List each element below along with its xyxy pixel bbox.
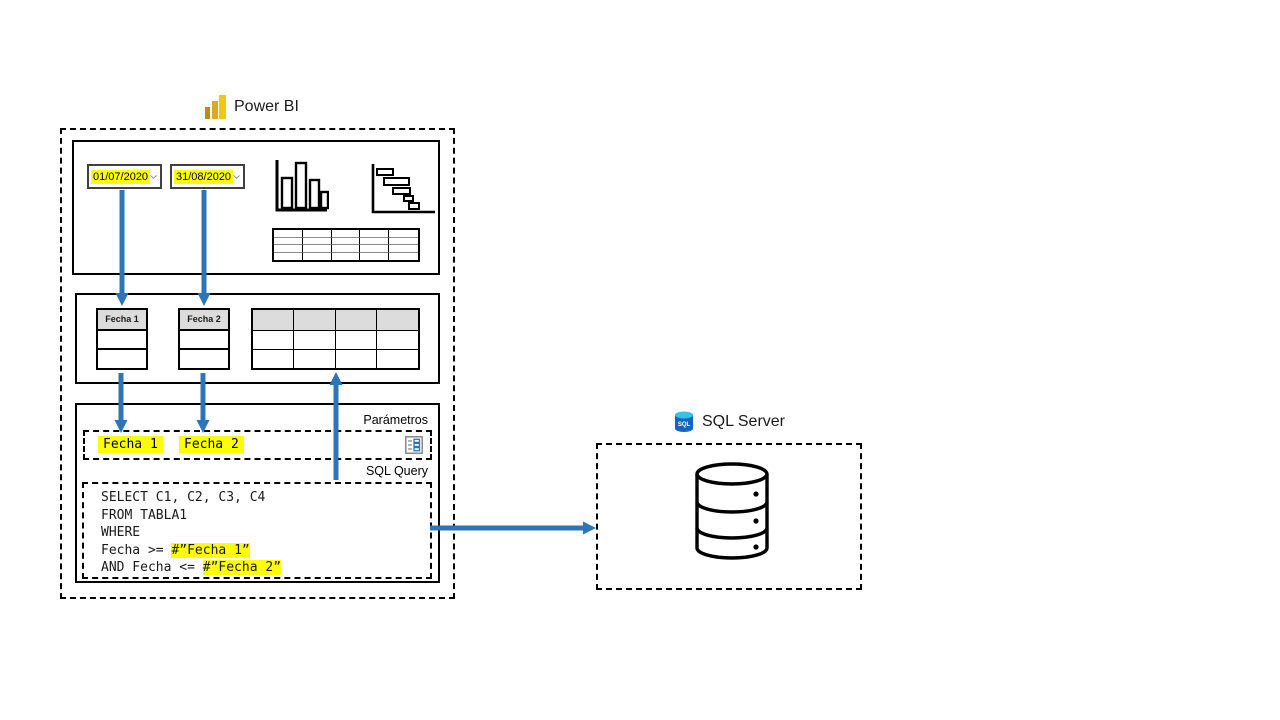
powerbi-header: Power BI [205,95,299,119]
param-fecha2: Fecha 2 [179,436,244,453]
report-table-grid [272,228,420,262]
chevron-down-icon [233,174,240,179]
sqlserver-title: SQL Server [702,413,785,430]
gantt-chart-icon [371,164,435,214]
sqlserver-logo-text: SQL [678,422,691,428]
table-row [98,331,146,351]
fecha1-table-header: Fecha 1 [98,310,146,331]
powerbi-title: Power BI [234,98,299,115]
table-row [180,350,228,368]
sql-query-panel: SELECT C1, C2, C3, C4 FROM TABLA1 WHERE … [82,482,432,579]
sqlserver-container [596,443,862,590]
fact-table [251,308,420,370]
params-panel: Fecha 1 Fecha 2 [83,430,432,460]
params-label: Parámetros [363,413,428,427]
sql-param-ref-2: #”Fecha 2” [202,560,282,575]
date-slicer-1[interactable]: 01/07/2020 [87,164,162,189]
sql-line-4: Fecha >= #”Fecha 1” [101,542,250,558]
param-fecha1: Fecha 1 [98,436,163,453]
date-slicer-2[interactable]: 31/08/2020 [170,164,245,189]
powerbi-logo-icon [205,95,226,119]
data-model-box: Fecha 1 Fecha 2 [75,293,440,384]
table-row [180,331,228,351]
database-cylinder-icon [695,462,769,560]
sqlserver-header: SQL SQL Server [674,411,785,433]
sql-line-2: FROM TABLA1 [101,507,188,523]
sql-query-label: SQL Query [365,464,428,478]
arrow-query-to-sqlserver [430,521,596,535]
chevron-down-icon [150,174,157,179]
date-slicer-1-value: 01/07/2020 [91,169,151,184]
date-slicer-2-value: 31/08/2020 [174,169,234,184]
fecha2-table-header: Fecha 2 [180,310,228,331]
sql-param-ref-1: #”Fecha 1” [171,542,250,558]
table-row [98,350,146,368]
powerbi-container [60,128,455,599]
fecha2-table: Fecha 2 [178,308,230,370]
parameter-list-icon [405,436,423,454]
sqlserver-logo-icon: SQL [675,411,693,432]
bar-chart-icon [275,160,329,212]
sql-line-5: AND Fecha <= #”Fecha 2” [101,560,282,575]
fecha1-table: Fecha 1 [96,308,148,370]
sql-line-1: SELECT C1, C2, C3, C4 [101,490,266,505]
query-box: Parámetros Fecha 1 Fecha 2 SQL Query SEL… [75,403,440,583]
report-visuals-box: 01/07/2020 31/08/2020 [72,140,440,275]
sql-line-3: WHERE [101,525,141,540]
